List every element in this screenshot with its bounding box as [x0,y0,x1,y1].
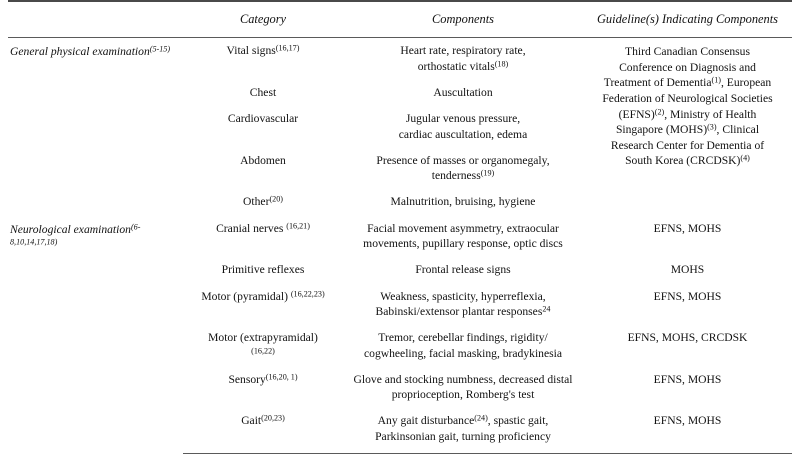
reference-superscript: (5-15) [149,44,171,54]
guidelines-cell: MOHS [670,263,705,277]
table-row: Chest Auscultation [8,80,792,106]
category-cell: Chest [249,85,277,99]
reference-superscript: (2) [654,107,665,117]
reference-superscript: (16,22,23) [290,289,325,299]
components-cell: Jugular venous pressure,cardiac ausculta… [398,112,528,141]
section-label: Neurological examination(6-8,10,14,17,18… [10,222,141,247]
section-label: General physical examination(5-15) [10,44,171,59]
reference-superscript: (6-8,10,14,17,18) [10,222,141,247]
column-header-row: Category Components Guideline(s) Indicat… [8,2,792,39]
reference-superscript: (16,21) [286,221,310,231]
reference-superscript: (20) [269,195,283,205]
table-row: Gait(20,23)Any gait disturbance(24), spa… [8,408,792,455]
components-cell: Heart rate, respiratory rate,orthostatic… [400,44,526,73]
table-row: Abdomen Presence of masses or organomegal… [8,148,792,190]
category-cell: Other(20) [243,195,283,209]
components-cell: Presence of masses or organomegaly,tende… [376,153,550,183]
components-cell: Tremor, cerebellar findings, rigidity/co… [364,331,562,360]
column-header-components: Components [343,2,583,39]
category-cell: Motor (extrapyramidal)(16,22) [208,331,318,356]
components-cell: Glove and stocking numbness, decreased d… [353,372,573,402]
reference-superscript: (16,20, 1) [265,372,298,382]
guidelines-cell: EFNS, MOHS [653,221,722,235]
reference-superscript: (16,17) [275,43,300,53]
guidelines-cell: EFNS, MOHS [583,408,792,455]
category-cell: Cranial nerves (16,21) [216,221,310,235]
components-cell: Frontal release signs [415,263,511,277]
guidelines-cell: EFNS, MOHS, CRCDSK [627,331,748,345]
category-cell: Abdomen [240,153,286,167]
table-row: Cardiovascular Jugular venous pressure,ca… [8,106,792,148]
category-cell: Gait(20,23) [183,408,343,455]
table-row: General physical examination(5-15) Vital … [8,38,792,167]
table-row: Other(20) Malnutrition, bruising, hygiene [8,189,792,215]
components-cell: Weakness, spasticity, hyperreflexia,Babi… [375,289,551,318]
components-cell: Auscultation [433,85,493,99]
guidelines-cell: EFNS, MOHS [653,289,722,303]
reference-superscript: (18) [494,59,509,69]
reference-superscript: 24 [542,304,551,314]
category-cell: Vital signs(16,17) [226,43,300,58]
category-cell: Sensory(16,20, 1) [228,372,298,386]
category-cell: Cardiovascular [227,112,299,126]
reference-superscript: (19) [480,168,495,178]
category-cell: Primitive reflexes [221,263,305,277]
guidelines-cell: EFNS, MOHS [653,372,722,386]
column-header-guidelines: Guideline(s) Indicating Components [583,2,792,39]
reference-superscript: (16,22) [251,346,275,356]
reference-superscript: (1) [711,76,721,86]
table-row: Neurological examination(6-8,10,14,17,18… [8,216,792,258]
components-cell: Any gait disturbance(24), spastic gait,P… [343,408,583,455]
category-cell: Motor (pyramidal) (16,22,23) [201,289,325,303]
components-cell: Malnutrition, bruising, hygiene [390,195,536,209]
reference-superscript: (24) [474,414,488,424]
table-row: Sensory(16,20, 1) Glove and stocking numb… [8,367,792,409]
reference-superscript: (4) [740,153,750,163]
column-header-section [8,2,183,39]
clinical-examination-table: Category Components Guideline(s) Indicat… [8,0,792,455]
table-row: Primitive reflexes Frontal release signs M… [8,257,792,283]
table-row: Motor (extrapyramidal)(16,22) Tremor, cer… [8,325,792,367]
table-header: Category Components Guideline(s) Indicat… [8,0,792,39]
table-body: General physical examination(5-15) Vital … [8,38,792,455]
column-header-category: Category [183,2,343,39]
reference-superscript: (20,23) [261,414,285,424]
reference-superscript: (3) [707,122,717,132]
table-row: Motor (pyramidal) (16,22,23) Weakness, sp… [8,284,792,326]
